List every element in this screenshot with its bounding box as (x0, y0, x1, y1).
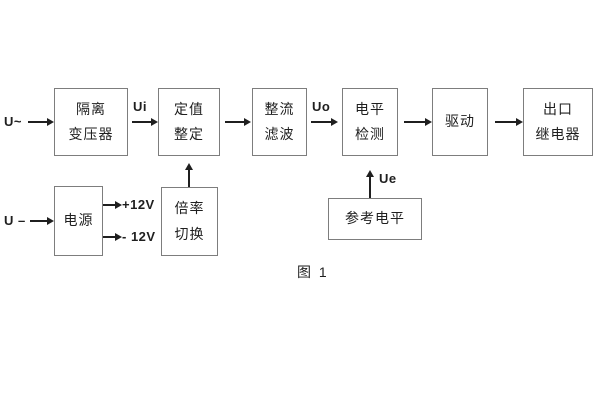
block-level-detect: 电平 检测 (342, 88, 398, 156)
block-label: 切换 (174, 225, 205, 242)
arrow-uo (311, 118, 338, 126)
arrow-ui (132, 118, 158, 126)
block-rectifier-filter: 整流 滤波 (252, 88, 307, 156)
label-rail-plus12v: +12V (122, 197, 155, 212)
label-dc-input: U – (4, 213, 26, 228)
label-uo-signal: Uo (312, 99, 331, 114)
arrow-level-to-driver (404, 118, 432, 126)
arrow-plus12v (103, 201, 122, 209)
block-label: 电源 (63, 212, 94, 229)
arrow-ratio-to-setting (185, 163, 193, 187)
label-ac-input: U~ (4, 114, 22, 129)
block-label: 参考电平 (345, 210, 405, 227)
block-label: 整流 (264, 100, 295, 117)
block-label: 继电器 (535, 126, 581, 142)
block-setting-adjust: 定值 整定 (158, 88, 220, 156)
arrow-setting-to-rectifier (225, 118, 251, 126)
block-label: 整定 (174, 126, 204, 142)
label-ui-signal: Ui (133, 99, 147, 114)
arrow-ac-input (28, 118, 54, 126)
block-driver: 驱动 (432, 88, 488, 156)
label-rail-minus12v: - 12V (122, 229, 156, 244)
block-label: 隔离 (76, 100, 106, 117)
arrow-ue-reference (366, 170, 374, 198)
block-label: 驱动 (445, 113, 475, 130)
block-label: 电平 (355, 100, 385, 117)
arrow-minus12v (103, 233, 122, 241)
block-isolation-transformer: 隔离 变压器 (54, 88, 128, 156)
block-label: 倍率 (174, 200, 205, 216)
block-label: 变压器 (68, 126, 114, 142)
block-reference-level: 参考电平 (328, 198, 422, 240)
block-label: 定值 (174, 100, 204, 117)
block-label: 出口 (543, 100, 573, 117)
label-ue-signal: Ue (379, 171, 397, 186)
block-label: 滤波 (264, 126, 295, 142)
block-ratio-switch: 倍率 切换 (161, 187, 218, 256)
figure-caption: 图 1 (297, 264, 329, 280)
block-label: 检测 (355, 126, 385, 142)
arrow-dc-input (30, 217, 54, 225)
arrow-driver-to-relay (495, 118, 523, 126)
block-output-relay: 出口 继电器 (523, 88, 593, 156)
block-power-supply: 电源 (54, 186, 103, 256)
